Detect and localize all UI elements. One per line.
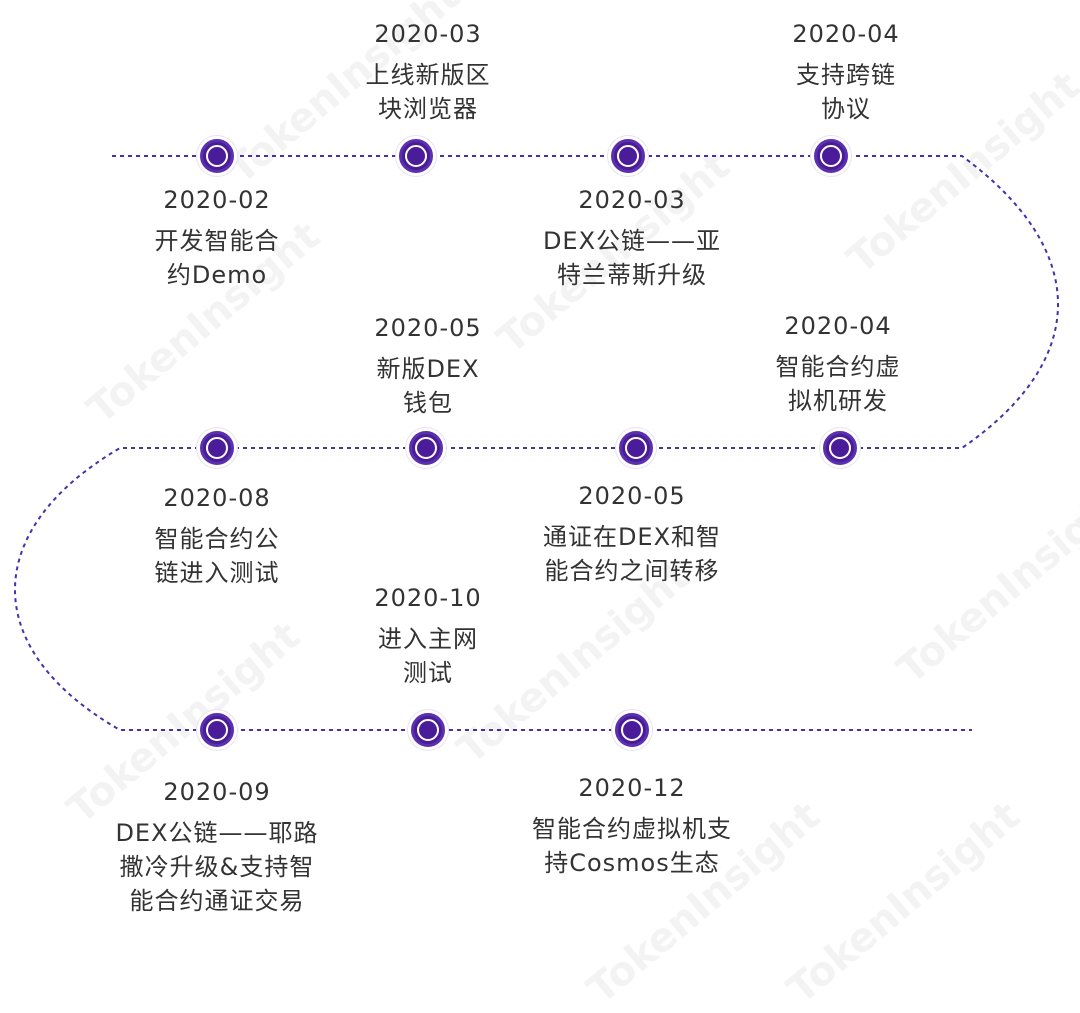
milestone-node — [820, 428, 860, 468]
milestone-text: 智能合约公 — [154, 525, 280, 553]
milestone-label: 2020-12 智能合约虚拟机支持Cosmos生态 — [502, 774, 762, 880]
milestone-text: 协议 — [821, 95, 871, 123]
milestone-text: DEX公链——亚 — [542, 227, 722, 255]
milestone-text: 拟机研发 — [788, 387, 888, 415]
milestone-dot-icon — [200, 713, 234, 747]
milestone-text: 新版DEX — [376, 355, 480, 383]
milestone-node — [811, 136, 851, 176]
milestone-date: 2020-02 — [163, 186, 271, 214]
milestone-node — [616, 428, 656, 468]
milestone-text: 能合约之间转移 — [544, 557, 720, 585]
milestone-node — [197, 428, 237, 468]
milestone-dot-icon — [611, 139, 645, 173]
milestone-text: DEX公链——耶路 — [115, 819, 319, 847]
milestone-node — [408, 710, 448, 750]
milestone-label: 2020-05 通证在DEX和智能合约之间转移 — [502, 482, 762, 588]
milestone-date: 2020-09 — [163, 778, 271, 806]
milestone-text: 能合约通证交易 — [129, 887, 305, 915]
milestone-text: 开发智能合 — [154, 227, 280, 255]
milestone-dot-icon — [615, 713, 649, 747]
milestone-date: 2020-03 — [374, 20, 482, 48]
milestone-node — [396, 136, 436, 176]
milestone-dot-icon — [814, 139, 848, 173]
milestone-date: 2020-10 — [374, 584, 482, 612]
milestone-text: 链进入测试 — [154, 559, 280, 587]
milestone-dot-icon — [411, 713, 445, 747]
milestone-text: 上线新版区 — [365, 61, 491, 89]
milestone-dot-icon — [399, 139, 433, 173]
milestone-text: 块浏览器 — [378, 95, 478, 123]
milestone-date: 2020-05 — [374, 314, 482, 342]
milestone-date: 2020-12 — [578, 774, 686, 802]
milestone-label: 2020-10 进入主网测试 — [298, 584, 558, 690]
milestone-node — [608, 136, 648, 176]
milestone-dot-icon — [200, 139, 234, 173]
milestone-dot-icon — [409, 431, 443, 465]
milestone-text: 测试 — [403, 659, 453, 687]
milestone-label: 2020-04 智能合约虚拟机研发 — [708, 312, 968, 418]
milestone-text: 钱包 — [403, 389, 453, 417]
milestone-date: 2020-05 — [578, 482, 686, 510]
milestone-text: 特兰蒂斯升级 — [557, 261, 707, 289]
milestone-text: 约Demo — [166, 261, 268, 289]
milestone-label: 2020-03 上线新版区块浏览器 — [298, 20, 558, 126]
milestone-node — [197, 136, 237, 176]
milestone-node — [406, 428, 446, 468]
milestone-text: 通证在DEX和智 — [542, 523, 722, 551]
milestone-date: 2020-08 — [163, 484, 271, 512]
roadmap-diagram: TokenInsightTokenInsightTokenInsightToke… — [14, 0, 1080, 1013]
milestone-node — [197, 710, 237, 750]
milestone-dot-icon — [823, 431, 857, 465]
milestone-label: 2020-02 开发智能合约Demo — [87, 186, 347, 292]
milestone-label: 2020-04 支持跨链协议 — [716, 20, 976, 126]
milestone-text: 进入主网 — [378, 625, 478, 653]
milestone-date: 2020-04 — [784, 312, 892, 340]
milestone-text: 撒冷升级&支持智 — [119, 853, 315, 881]
milestone-dot-icon — [619, 431, 653, 465]
milestone-text: 智能合约虚 — [775, 353, 901, 381]
milestone-dot-icon — [200, 431, 234, 465]
milestone-text: 智能合约虚拟机支 — [532, 815, 732, 843]
milestone-date: 2020-04 — [792, 20, 900, 48]
milestone-node — [612, 710, 652, 750]
milestone-label: 2020-08 智能合约公链进入测试 — [87, 484, 347, 590]
timeline-path — [14, 155, 1059, 731]
milestone-date: 2020-03 — [578, 186, 686, 214]
milestone-text: 持Cosmos生态 — [544, 849, 720, 877]
milestone-text: 支持跨链 — [796, 61, 896, 89]
milestone-label: 2020-05 新版DEX 钱包 — [298, 314, 558, 420]
